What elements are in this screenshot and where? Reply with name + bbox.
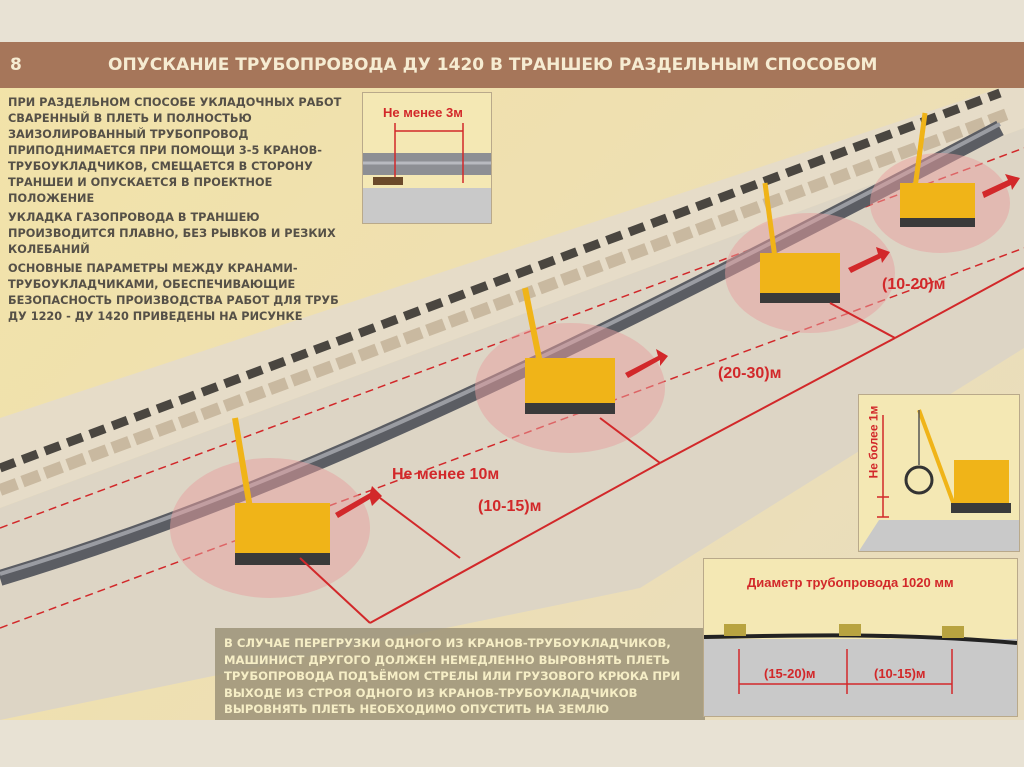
inset-distance-15-20-label: (15-20)м [764,666,816,681]
crane-4 [900,112,975,227]
inset-pipe-diameter-diagram: Диаметр трубопровода 1020 мм (15-20)м (1… [703,558,1018,717]
warning-text: В СЛУЧАЕ ПЕРЕГРУЗКИ ОДНОГО ИЗ КРАНОВ-ТРУ… [224,635,704,718]
inset-spacing-diagram: Не менее 3м [362,92,492,224]
description-paragraph: УКЛАДКА ГАЗОПРОВОДА В ТРАНШЕЮ ПРОИЗВОДИТ… [8,211,336,256]
distance-10-20-label: (10-20)м [882,276,946,293]
inset-distance-10-15-label: (10-15)м [874,666,926,681]
soil-lumps [0,88,1002,473]
inset-height-diagram: Не более 1м [858,394,1020,552]
pipelayer-cranes [232,112,975,565]
distance-20-30-label: (20-30)м [718,365,782,382]
description-paragraph: ОСНОВНЫЕ ПАРАМЕТРЫ МЕЖДУ КРАНАМИ-ТРУБОУК… [8,262,339,323]
inset-spacing-graphic [363,123,491,223]
min-10m-label: Не менее 10м [392,466,500,483]
dimension-lines [299,267,1024,624]
crane-2 [522,287,615,414]
slide-number: 8 [10,55,22,75]
description-text: ПРИ РАЗДЕЛЬНОМ СПОСОБЕ УКЛАДОЧНЫХ РАБОТ … [8,95,353,328]
distance-10-15-label: (10-15)м [478,498,542,515]
title-bar: 8 ОПУСКАНИЕ ТРУБОПРОВОДА ДУ 1420 В ТРАНШ… [0,42,1024,88]
min-3m-label: Не менее 3м [383,105,463,120]
slide-title: ОПУСКАНИЕ ТРУБОПРОВОДА ДУ 1420 В ТРАНШЕЮ… [108,55,878,75]
description-paragraph: ПРИ РАЗДЕЛЬНОМ СПОСОБЕ УКЛАДОЧНЫХ РАБОТ … [8,96,342,205]
pipe-diameter-title: Диаметр трубопровода 1020 мм [747,575,954,590]
crane-3 [760,182,840,303]
warning-paragraph: В СЛУЧАЕ ПЕРЕГРУЗКИ ОДНОГО ИЗ КРАНОВ-ТРУ… [224,636,681,716]
spoil-ridge [0,107,1013,496]
crane-1 [232,417,330,565]
max-1m-label: Не более 1м [866,405,881,479]
direction-arrows [335,174,1020,518]
pipeline-highlight [0,122,1001,576]
bottom-text-backdrop [215,628,705,720]
inset-pipe-graphic [704,624,1017,716]
pipeline-illustration [0,88,1024,720]
inset-height-graphic [859,409,1019,551]
